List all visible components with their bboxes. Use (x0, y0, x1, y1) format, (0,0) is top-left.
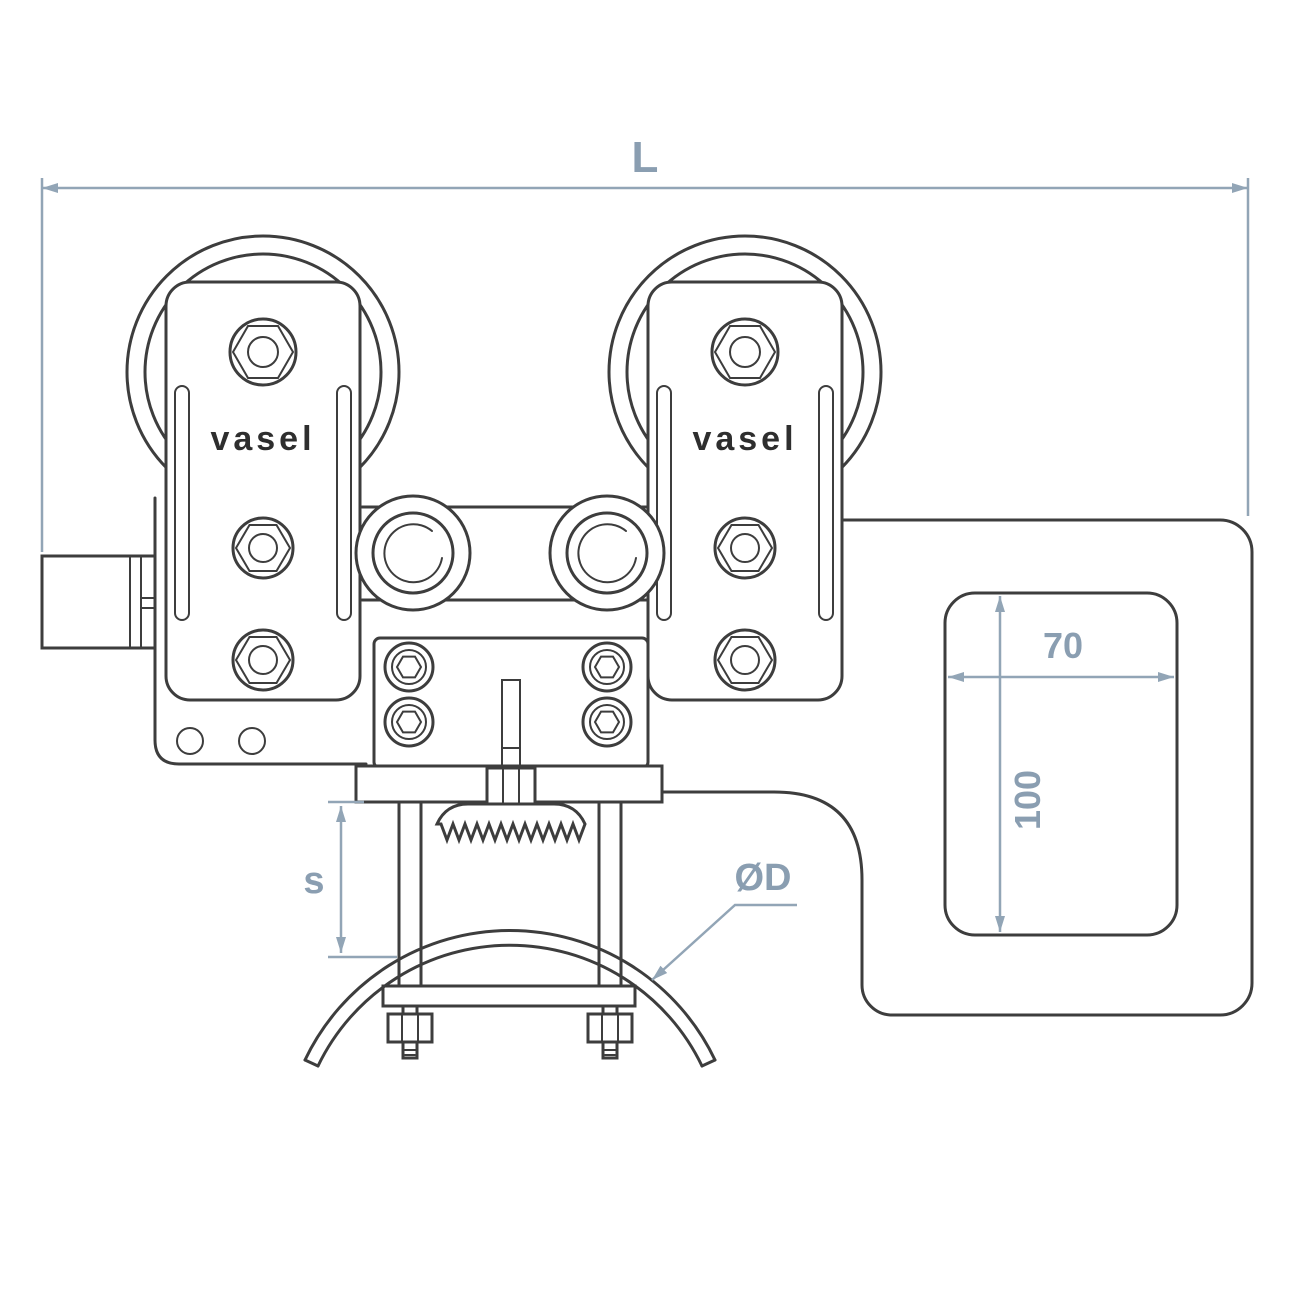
hex-nut (231, 628, 295, 692)
left-shaft (40, 554, 157, 650)
dimension-diameter: ØD (651, 857, 797, 981)
socket-bolt (581, 696, 633, 748)
bracket-slot (336, 385, 352, 621)
bracket-slot (656, 385, 672, 621)
stud-nut (586, 1004, 634, 1060)
dimension-label-gap: s (303, 860, 324, 902)
clamp-bottom-plate (381, 984, 637, 1008)
dimension-flange-width: 70 (948, 625, 1174, 682)
dimension-label-diameter: ØD (735, 857, 792, 899)
dimension-label-flange-height: 100 (1007, 770, 1048, 830)
dimension-flange-height: 100 (995, 596, 1048, 932)
hex-nut (713, 516, 777, 580)
beam-clamp (354, 764, 664, 1060)
beam-flange-arc (303, 929, 717, 1068)
bracket-slot (174, 385, 190, 621)
mount-hole (238, 727, 266, 755)
socket-bolt (383, 641, 435, 693)
body-plate (40, 496, 1254, 1017)
socket-bolt (581, 641, 633, 693)
mount-hole (176, 727, 204, 755)
center-clamp-plate (372, 636, 650, 770)
hex-nut (231, 516, 295, 580)
brand-text-left: vasel (210, 420, 315, 458)
right-roller-bracket: vasel (646, 280, 844, 702)
dimension-length: L (40, 133, 1250, 552)
socket-bolt (383, 696, 435, 748)
dimension-gap: s (303, 800, 397, 959)
dimension-label-length: L (632, 133, 659, 182)
buffer-rollers (354, 494, 666, 612)
stud-nut (386, 1004, 434, 1060)
left-roller-bracket: vasel (164, 280, 362, 702)
hex-nut (713, 628, 777, 692)
hex-nut (710, 317, 780, 387)
hex-nut (228, 317, 298, 387)
brand-text-right: vasel (692, 420, 797, 458)
dimension-label-flange-width: 70 (1043, 625, 1083, 666)
pin-nut (485, 766, 537, 808)
serrated-washer (434, 802, 587, 845)
flange-window (943, 591, 1179, 937)
bracket-slot (818, 385, 834, 621)
